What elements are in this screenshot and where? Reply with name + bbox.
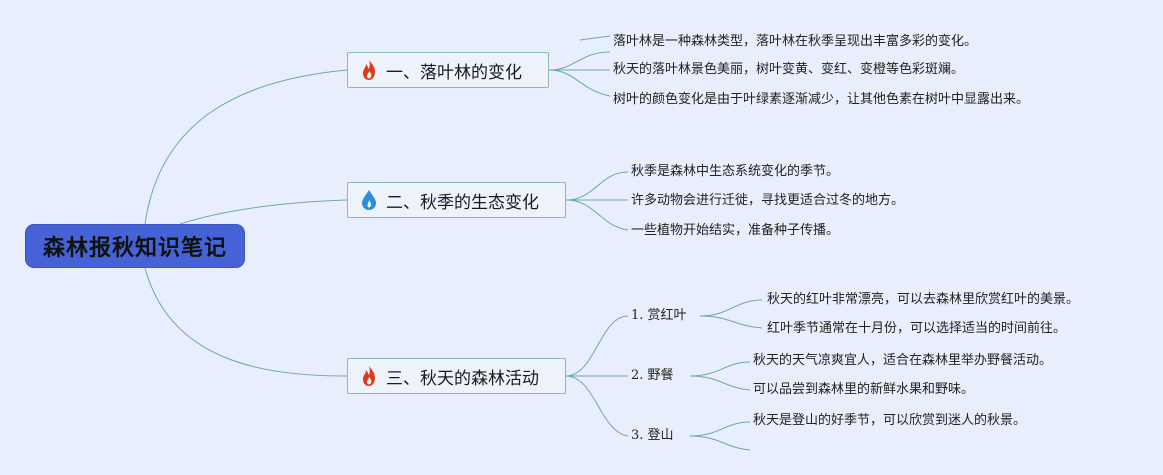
connector-topic-1-leaf-3: [548, 69, 611, 97]
connector-sub-1-leaf-2: [699, 315, 763, 329]
topic-2-leaf-3[interactable]: 一些植物开始结实，准备种子传播。: [631, 223, 840, 238]
connector-topic-2-leaf-3: [565, 199, 629, 231]
subtopic-1-leaf-1[interactable]: 秋天的红叶非常漂亮，可以去森林里欣赏红叶的美景。: [767, 292, 1080, 307]
topic-label: 一、落叶林的变化: [386, 62, 522, 83]
fire-icon: [360, 59, 378, 81]
topic-1-leaf-2[interactable]: 秋天的落叶林景色美丽，树叶变黄、变红、变橙等色彩斑斓。: [613, 62, 965, 77]
subtopic-1[interactable]: 1. 赏红叶: [631, 308, 687, 323]
connector-root-topic-3: [144, 267, 348, 377]
topic-node-3[interactable]: 三、秋天的森林活动: [347, 358, 566, 394]
subtopic-3[interactable]: 3. 登山: [631, 428, 674, 443]
topic-1-leaf-1[interactable]: 落叶林是一种森林类型，落叶林在秋季呈现出丰富多彩的变化。: [613, 34, 978, 49]
connector-sub-2-leaf-1: [689, 361, 751, 377]
connector-topic-3-sub-1: [565, 315, 629, 377]
topic-node-1[interactable]: 一、落叶林的变化: [347, 52, 549, 88]
root-label: 森林报秋知识笔记: [42, 236, 227, 261]
subtopic-2[interactable]: 2. 野餐: [631, 368, 674, 383]
connector-topic-2-leaf-1: [565, 171, 629, 201]
topic-1-leaf-3[interactable]: 树叶的颜色变化是由于叶绿素逐渐减少，让其他色素在树叶中显露出来。: [613, 92, 1030, 107]
connector-root-topic-1: [144, 69, 348, 225]
connector-sub-3-leaf-2: [689, 435, 751, 451]
connector-root-topic-2: [179, 199, 348, 225]
fire-icon: [360, 365, 378, 387]
topic-2-leaf-2[interactable]: 许多动物会进行迁徙，寻找更适合过冬的地方。: [631, 193, 905, 208]
connector-topic-3-sub-3: [565, 375, 629, 437]
subtopic-1-leaf-2[interactable]: 红叶季节通常在十月份，可以选择适当的时间前往。: [767, 321, 1067, 336]
connector-sub-2-leaf-2: [689, 375, 751, 391]
subtopic-3-leaf-1[interactable]: 秋天是登山的好季节，可以欣赏到迷人的秋景。: [753, 413, 1027, 428]
root-node[interactable]: 森林报秋知识笔记: [25, 224, 245, 268]
connector-topic-1-leaf-1: [548, 51, 611, 71]
connector-sub-3-leaf-1: [689, 421, 751, 437]
water-drop-icon: [360, 189, 378, 211]
topic-2-leaf-1[interactable]: 秋季是森林中生态系统变化的季节。: [631, 164, 840, 179]
connector-sub-1-leaf-1: [699, 299, 763, 317]
connector-leaf-1-underline: [579, 35, 611, 41]
topic-node-2[interactable]: 二、秋季的生态变化: [347, 182, 566, 218]
subtopic-2-leaf-1[interactable]: 秋天的天气凉爽宜人，适合在森林里举办野餐活动。: [753, 353, 1053, 368]
topic-label: 三、秋天的森林活动: [386, 368, 539, 389]
subtopic-2-leaf-2[interactable]: 可以品尝到森林里的新鲜水果和野味。: [753, 382, 975, 397]
topic-label: 二、秋季的生态变化: [386, 192, 539, 213]
